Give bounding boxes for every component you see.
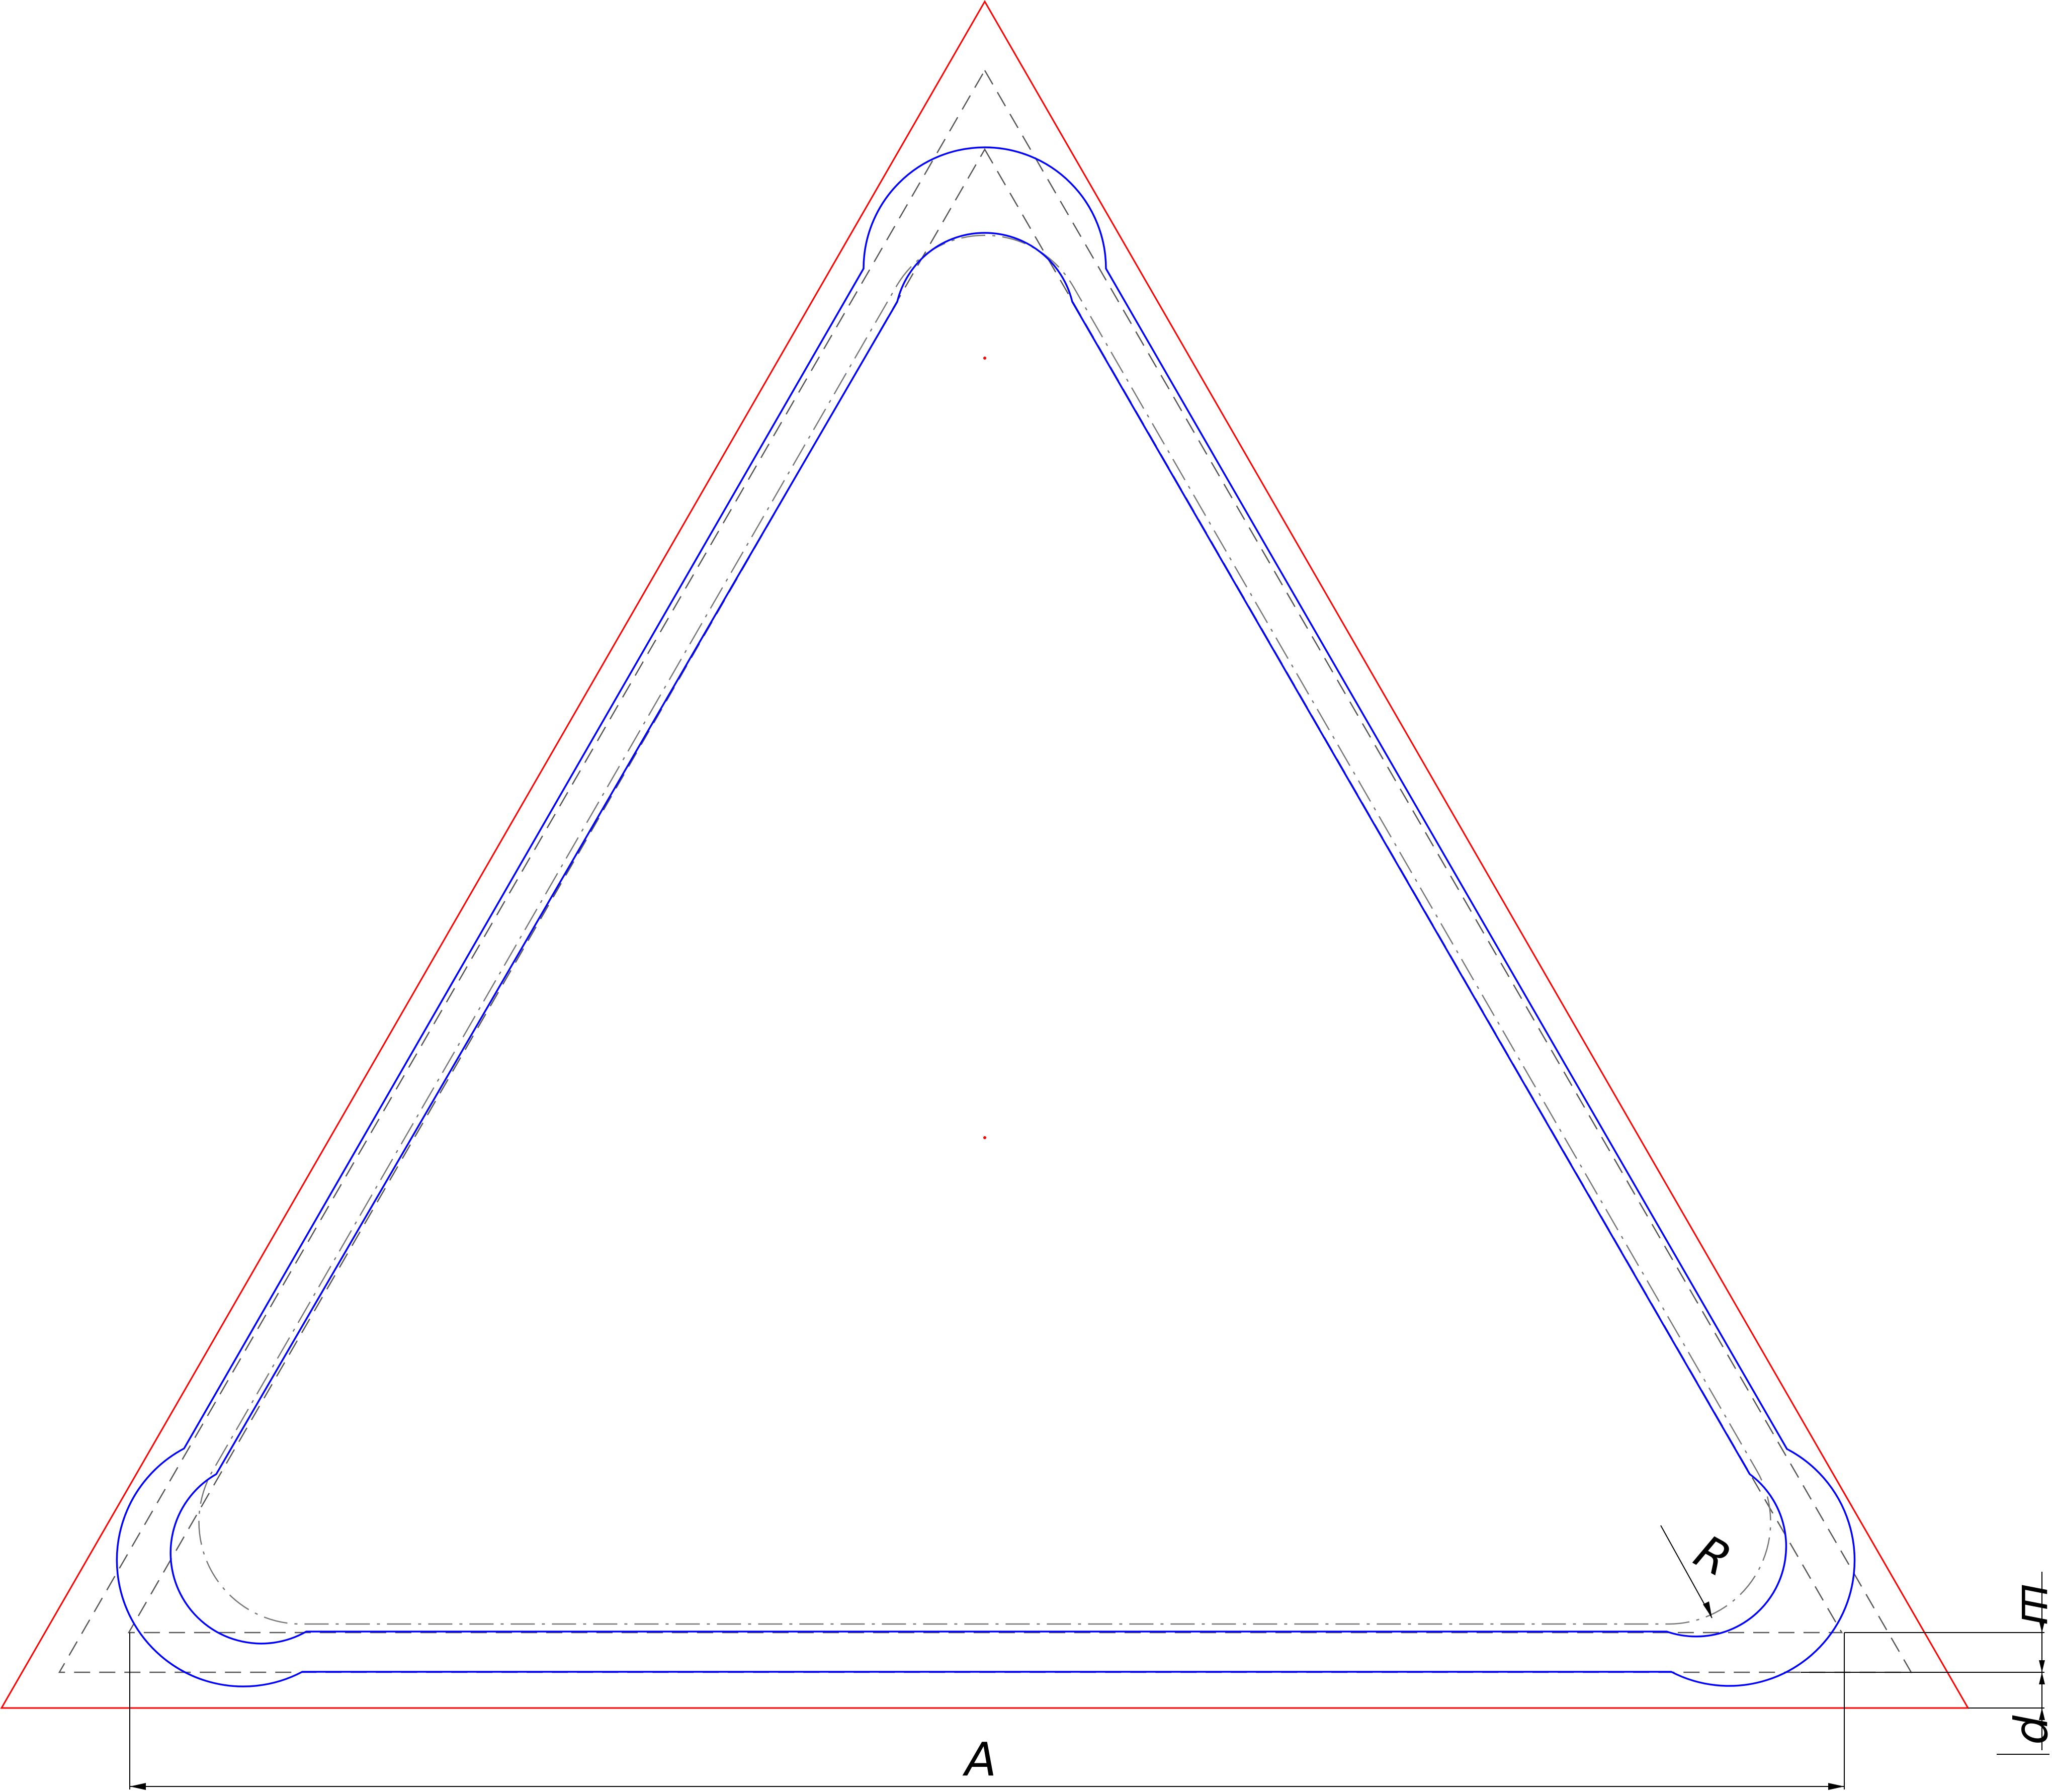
center-mark-middle <box>983 1136 986 1139</box>
outer-triangle <box>0 0 1970 1709</box>
outer-profile <box>116 146 1856 1687</box>
dimension-r <box>1660 1525 1713 1618</box>
center-mark-top <box>983 357 986 360</box>
dimension-sh-label: ш <box>2011 1583 2052 1626</box>
dimension-a-label: A <box>963 1733 997 1786</box>
dashed-triangle-outer <box>58 69 1913 1673</box>
dimension-a <box>129 1633 1845 1790</box>
dimension-right <box>1801 1572 2049 1755</box>
centerline-profile <box>198 234 1771 1625</box>
dashed-triangle-inner <box>127 148 1843 1634</box>
dimension-r-gap-label: р <box>2011 1715 2052 1745</box>
dimension-r-label: R <box>1686 1524 1740 1587</box>
inner-profile <box>169 232 1787 1645</box>
